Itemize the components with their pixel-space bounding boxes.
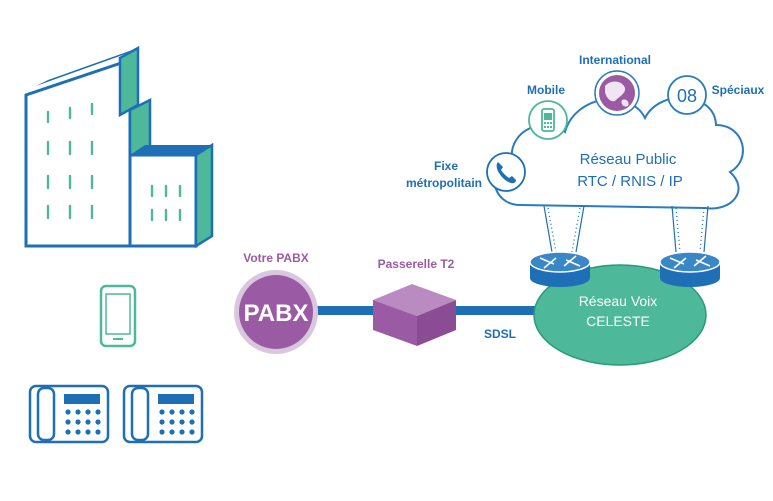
landline-line2: métropolitain: [406, 176, 482, 190]
public-network-line1: Réseau Public: [580, 151, 677, 168]
pabx-text: PABX: [244, 300, 309, 327]
special-numbers-badge: [667, 75, 707, 115]
voice-network-line1: Réseau Voix: [579, 293, 658, 309]
international-label: International: [579, 53, 651, 67]
pabx-caption: Votre PABX: [243, 251, 309, 265]
public-network-line2: RTC / RNIS / IP: [577, 173, 683, 190]
gateway-box-icon: [373, 284, 456, 346]
desk-phone-icon: [122, 384, 204, 444]
gateway-caption: Passerelle T2: [378, 257, 455, 271]
desk-phone-icon: [28, 384, 110, 444]
landline-line1: Fixe: [434, 159, 458, 173]
mobile-label: Mobile: [527, 83, 565, 97]
link-gateway-celeste: [455, 306, 545, 315]
special-number-text: 08: [677, 86, 697, 106]
globe-icon: [594, 70, 640, 116]
smartphone-icon: [99, 284, 137, 348]
cloud-router-links: [547, 207, 705, 253]
office-building-icon: [24, 45, 214, 249]
link-pabx-gateway: [310, 306, 380, 315]
router-icon: [529, 251, 591, 287]
pabx-node: [234, 270, 318, 354]
phone-handset-icon: [486, 152, 526, 192]
mobile-phone-icon: [528, 100, 568, 140]
special-label: Spéciaux: [712, 83, 765, 97]
sdsl-label: SDSL: [484, 327, 516, 341]
router-icon: [659, 251, 721, 287]
voice-network-line2: CELESTE: [586, 313, 650, 329]
voice-network-blob: [533, 264, 707, 366]
